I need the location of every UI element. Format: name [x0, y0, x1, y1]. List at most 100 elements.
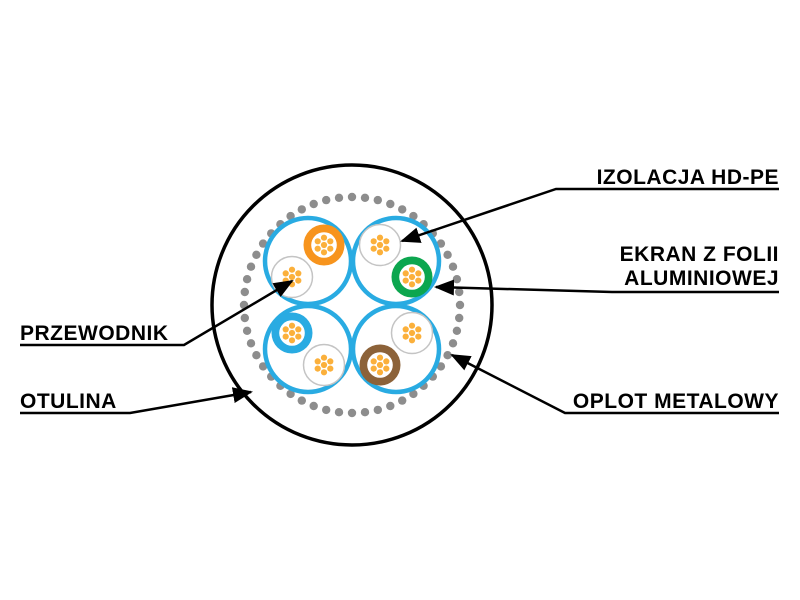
braid-dot [286, 211, 295, 221]
conductor-strand [408, 329, 416, 337]
braid-dot [455, 300, 465, 310]
conductor-strand [408, 281, 416, 288]
braid-dot [322, 195, 331, 205]
conductor-strand [402, 326, 409, 333]
braid-dot [258, 362, 268, 371]
leader-ekran [434, 279, 779, 296]
conductor-strand [314, 245, 321, 252]
braid-dot [347, 192, 357, 202]
conductor-strand [402, 277, 409, 284]
braid-dot [252, 250, 261, 259]
braid-dot [334, 408, 344, 417]
conductor-strand [320, 354, 328, 361]
outer-jacket-circle [210, 163, 494, 447]
label-ekran-line1: EKRAN Z FOLII [619, 243, 779, 266]
braid-dot [436, 239, 446, 248]
braid-dot [246, 339, 256, 348]
braid-dot [309, 401, 318, 411]
conductor-strand [402, 333, 409, 340]
braid-dot [386, 199, 395, 209]
leader-lines [20, 187, 779, 415]
label-ekran-z-folii: EKRAN Z FOLII ALUMINIOWEJ [620, 243, 779, 291]
conductor-strand [288, 322, 296, 329]
braid-dot [443, 351, 452, 360]
braid-dot [436, 362, 446, 371]
wire-brown [359, 344, 401, 386]
braid-dot [347, 408, 357, 418]
conductor-strand [376, 234, 384, 241]
conductor-strand [282, 333, 289, 340]
conductor-strand [376, 369, 384, 376]
leader-otulina [20, 387, 253, 415]
conductor-strand [383, 358, 390, 365]
braid-dot [258, 239, 268, 248]
conductor-strand [370, 358, 377, 365]
braid-dot [373, 195, 382, 205]
braid-dot [240, 313, 249, 323]
conductor-strand [402, 270, 409, 277]
braid-dot [246, 262, 256, 271]
leader-oplot [450, 353, 779, 415]
braid-dot [373, 405, 382, 415]
braid-dot [286, 389, 295, 399]
conductor-strand [320, 361, 328, 369]
conductor-strand [295, 277, 302, 284]
conductor-strand [288, 329, 296, 337]
braid-dot [448, 262, 458, 271]
conductor-strand [320, 234, 328, 241]
twisted-pair [262, 215, 354, 307]
braid-dot [455, 313, 464, 323]
conductor-strand [376, 241, 384, 249]
wire-green [391, 256, 433, 298]
twisted-pair [350, 215, 442, 307]
conductor-strand [383, 365, 390, 372]
braid-dot [297, 396, 306, 405]
conductor-strand [288, 337, 296, 344]
label-izolacja-hdpe: IZOLACJA HD-PE [596, 166, 779, 189]
braid-dot [455, 287, 464, 297]
label-otulina: OTULINA [20, 390, 117, 413]
conductor-strand [370, 365, 377, 372]
twisted-pair [350, 303, 442, 395]
conductor-strand [370, 245, 377, 252]
conductor-strand [376, 354, 384, 361]
conductor-strand [408, 273, 416, 281]
braid-dot [334, 193, 344, 202]
conductor-strand [327, 245, 334, 252]
conductor-strand [282, 270, 289, 277]
conductor-strand [415, 270, 422, 277]
twisted-pair [262, 303, 354, 395]
conductor-strand [282, 326, 289, 333]
conductor-strand [370, 238, 377, 245]
braid-dot [398, 205, 407, 214]
conductor-strand [327, 358, 334, 365]
wire-blue [271, 312, 313, 354]
wire-white [270, 255, 314, 299]
braid-dot [360, 408, 370, 417]
wire-white [390, 311, 434, 355]
conductor-strand [408, 337, 416, 344]
metal-braid-ring [239, 192, 465, 418]
conductor-strand [415, 326, 422, 333]
conductor-strand [327, 238, 334, 245]
label-ekran-line2: ALUMINIOWEJ [624, 267, 779, 290]
conductor-strand [288, 266, 296, 273]
braid-dot [322, 405, 331, 415]
conductor-strand [314, 238, 321, 245]
wire-white [358, 223, 402, 267]
conductor-strand [314, 358, 321, 365]
conductor-strand [295, 270, 302, 277]
conductor-strand [415, 277, 422, 284]
braid-dot [386, 401, 395, 411]
conductor-strand [295, 333, 302, 340]
conductor-strand [320, 369, 328, 376]
conductor-strand [408, 322, 416, 329]
label-oplot-metalowy: OPLOT METALOWY [572, 390, 779, 413]
braid-dot [309, 199, 318, 209]
braid-dot [448, 339, 458, 348]
braid-dot [409, 211, 418, 221]
braid-dot [409, 389, 418, 399]
conductor-strand [383, 245, 390, 252]
wire-orange [303, 224, 345, 266]
